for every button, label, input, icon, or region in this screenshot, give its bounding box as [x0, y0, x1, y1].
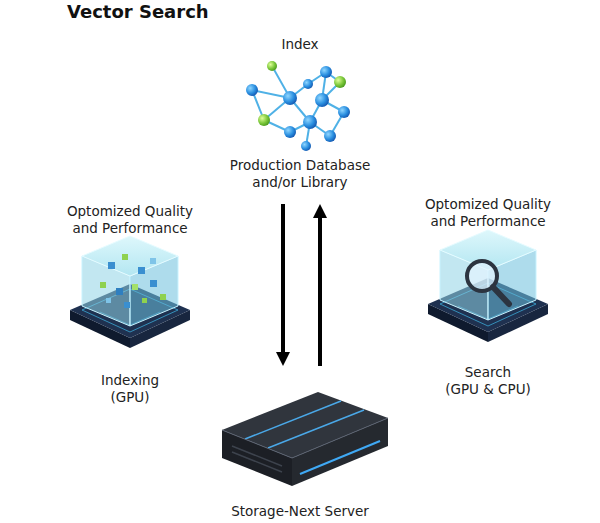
indexing-cube-icon [70, 236, 190, 348]
flow-arrow [276, 204, 290, 366]
flow-arrow [313, 204, 327, 366]
server-icon [222, 392, 388, 486]
graph-network-icon [246, 61, 350, 151]
arrow-shaft [281, 204, 285, 353]
node-heading: Index [215, 36, 385, 53]
node-label: Storage-Next Server [215, 503, 385, 520]
search-cube-icon [428, 230, 548, 342]
illustrated-node: Storage-Next Server [215, 366, 385, 522]
node-heading: Optomized Quality and Performance [418, 196, 558, 230]
node-heading: Optomized Quality and Performance [60, 203, 200, 237]
illustrated-node: Optomized Quality and PerformanceIndexin… [55, 203, 205, 403]
illustrated-node: IndexProduction Database and/or Library [215, 36, 385, 204]
arrow-shaft [318, 217, 322, 366]
diagram-title: Vector Search [67, 1, 209, 23]
node-label: Production Database and/or Library [220, 157, 380, 191]
illustrated-node: Optomized Quality and PerformanceSearch … [413, 196, 563, 396]
node-label: Indexing (GPU) [90, 372, 170, 406]
node-label: Search (GPU & CPU) [442, 364, 534, 398]
arrow-head [313, 204, 327, 218]
arrow-head [276, 352, 290, 366]
